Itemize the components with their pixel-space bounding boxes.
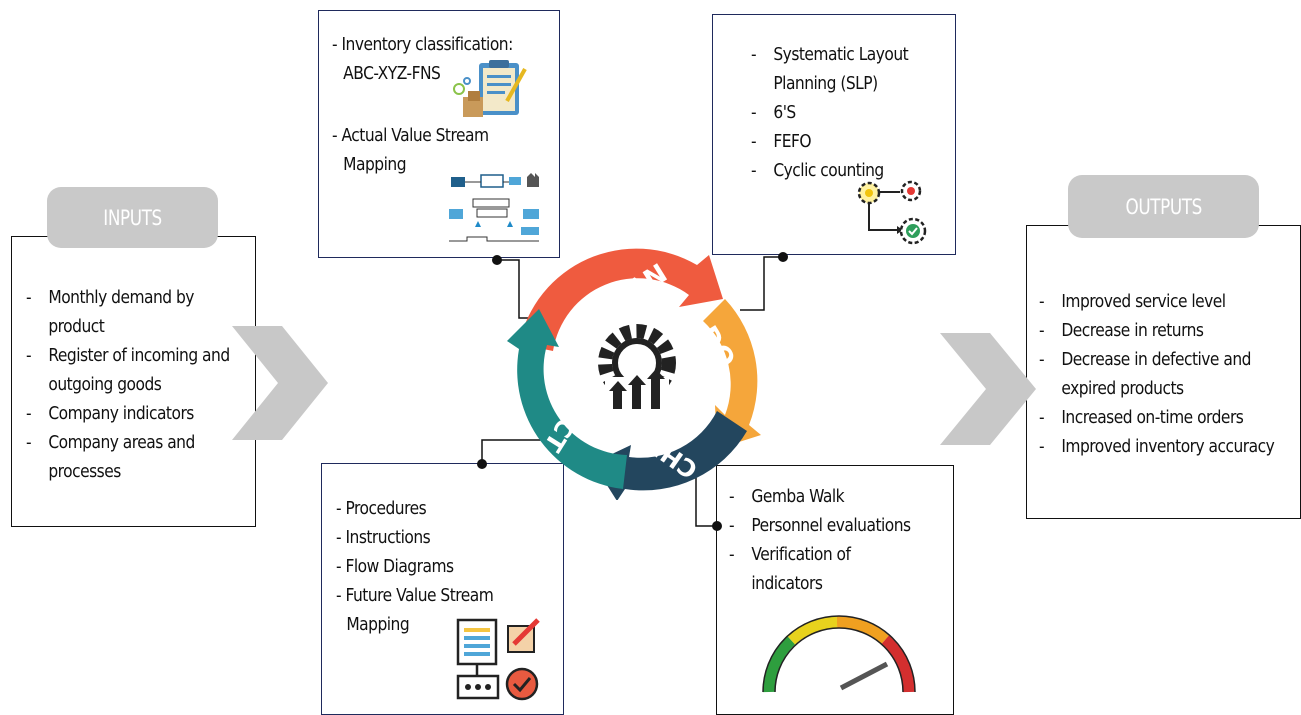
do-item: Cyclic counting xyxy=(751,156,928,185)
act-item: - Future Value Stream xyxy=(336,585,494,606)
output-item: Improved service level xyxy=(1039,287,1274,316)
output-item: Improved inventory accuracy xyxy=(1039,432,1275,461)
check-item: Gemba Walk xyxy=(729,482,911,511)
act-item: Mapping xyxy=(346,614,410,635)
gear-growth-icon xyxy=(579,309,695,425)
plan-item: Mapping xyxy=(343,154,407,175)
check-item: Verification of indicators xyxy=(729,540,911,598)
input-item: Monthly demand by product xyxy=(26,283,255,341)
pdca-cycle: PLAN DO CHECK ACT xyxy=(507,248,761,500)
do-box: Systematic Layout Planning (SLP) 6'S FEF… xyxy=(712,14,956,255)
input-item: Company areas and processes xyxy=(26,428,255,486)
check-segment xyxy=(593,411,747,500)
output-item: Decrease in returns xyxy=(1039,316,1274,345)
act-item: - Procedures xyxy=(336,498,427,519)
gears-flow-icon xyxy=(857,180,927,245)
gauge-icon xyxy=(762,615,916,693)
check-item: Personnel evaluations xyxy=(729,511,911,540)
plan-item: - Inventory classification: xyxy=(332,34,513,55)
chevron-right-icon xyxy=(232,326,328,440)
act-segment xyxy=(507,309,627,489)
outputs-title: OUTPUTS xyxy=(1068,175,1259,238)
act-item: - Instructions xyxy=(336,527,431,548)
inputs-box: Monthly demand by product Register of in… xyxy=(11,236,256,527)
do-item: FEFO xyxy=(751,127,928,156)
act-item: - Flow Diagrams xyxy=(336,556,454,577)
output-item: Increased on-time orders xyxy=(1039,403,1274,432)
plan-item: ABC-XYZ-FNS xyxy=(343,63,441,84)
input-item: Register of incoming and outgoing goods xyxy=(26,341,255,399)
do-item: Systematic Layout Planning (SLP) xyxy=(751,40,928,98)
plan-box: - Inventory classification: ABC-XYZ-FNS … xyxy=(318,10,560,258)
inputs-title: INPUTS xyxy=(47,187,218,248)
output-item: Decrease in defective and expired produc… xyxy=(1039,345,1274,403)
plan-segment xyxy=(519,248,723,351)
plan-item: - Actual Value Stream xyxy=(332,125,489,146)
outputs-box: Improved service level Decrease in retur… xyxy=(1026,225,1301,519)
value-stream-map-icon xyxy=(449,173,539,242)
documents-check-icon xyxy=(456,618,540,701)
input-item: Company indicators xyxy=(26,399,255,428)
do-item: 6'S xyxy=(751,98,928,127)
chevron-right-icon xyxy=(940,333,1036,445)
clipboard-icon xyxy=(453,60,527,117)
